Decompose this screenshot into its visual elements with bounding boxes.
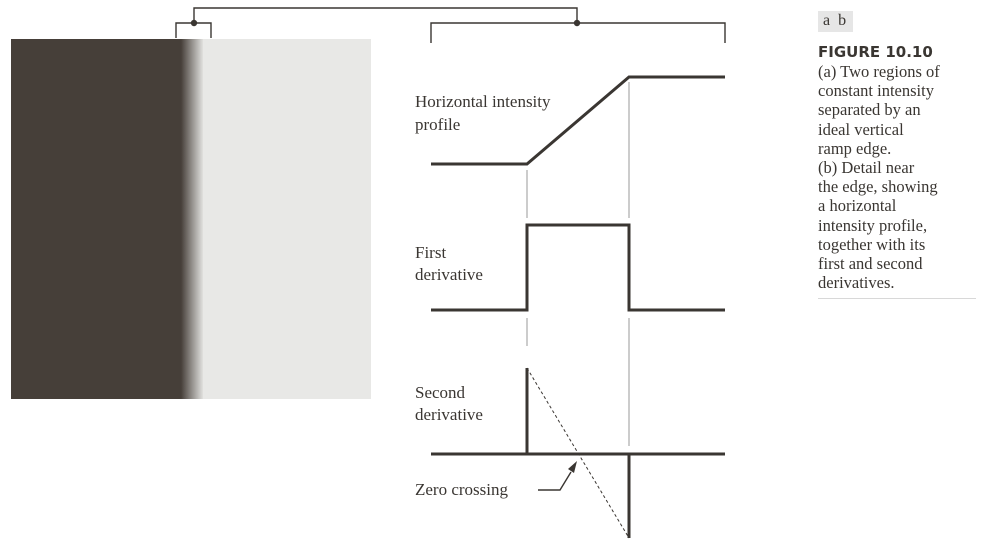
connector-line <box>193 7 578 23</box>
first-derivative-label-line2: derivative <box>415 265 483 284</box>
zero-crossing-label: Zero crossing <box>415 480 509 499</box>
first-derivative-curve <box>431 223 725 312</box>
connector-dot-right <box>573 19 581 27</box>
caption-body: (a) Two regions of constant intensity se… <box>818 62 940 293</box>
profile-label-line2: profile <box>415 115 460 134</box>
caption-title: FIGURE 10.10 <box>818 43 933 61</box>
arrow-head-icon <box>568 461 577 473</box>
panel-labels: a b <box>818 11 854 32</box>
profile-label-line1: Horizontal intensity <box>415 92 551 111</box>
connector-dot-left <box>190 19 198 27</box>
zero-crossing-pointer <box>538 471 572 491</box>
light-region <box>203 39 371 399</box>
second-derivative-label-line2: derivative <box>415 405 483 424</box>
second-derivative-curve <box>431 368 725 538</box>
second-derivative-label-line1: Second <box>415 383 466 402</box>
ramp-edge <box>181 39 204 399</box>
guide-lines <box>526 82 630 446</box>
detail-connector <box>175 7 726 43</box>
first-derivative-label-line1: First <box>415 243 446 262</box>
dark-region <box>11 39 182 399</box>
intensity-profile-curve <box>431 75 725 166</box>
panel-a-image <box>11 39 371 399</box>
zero-crossing-dashed-line <box>526 367 630 539</box>
figure-caption: FIGURE 10.10 (a) Two regions of constant… <box>818 43 976 300</box>
